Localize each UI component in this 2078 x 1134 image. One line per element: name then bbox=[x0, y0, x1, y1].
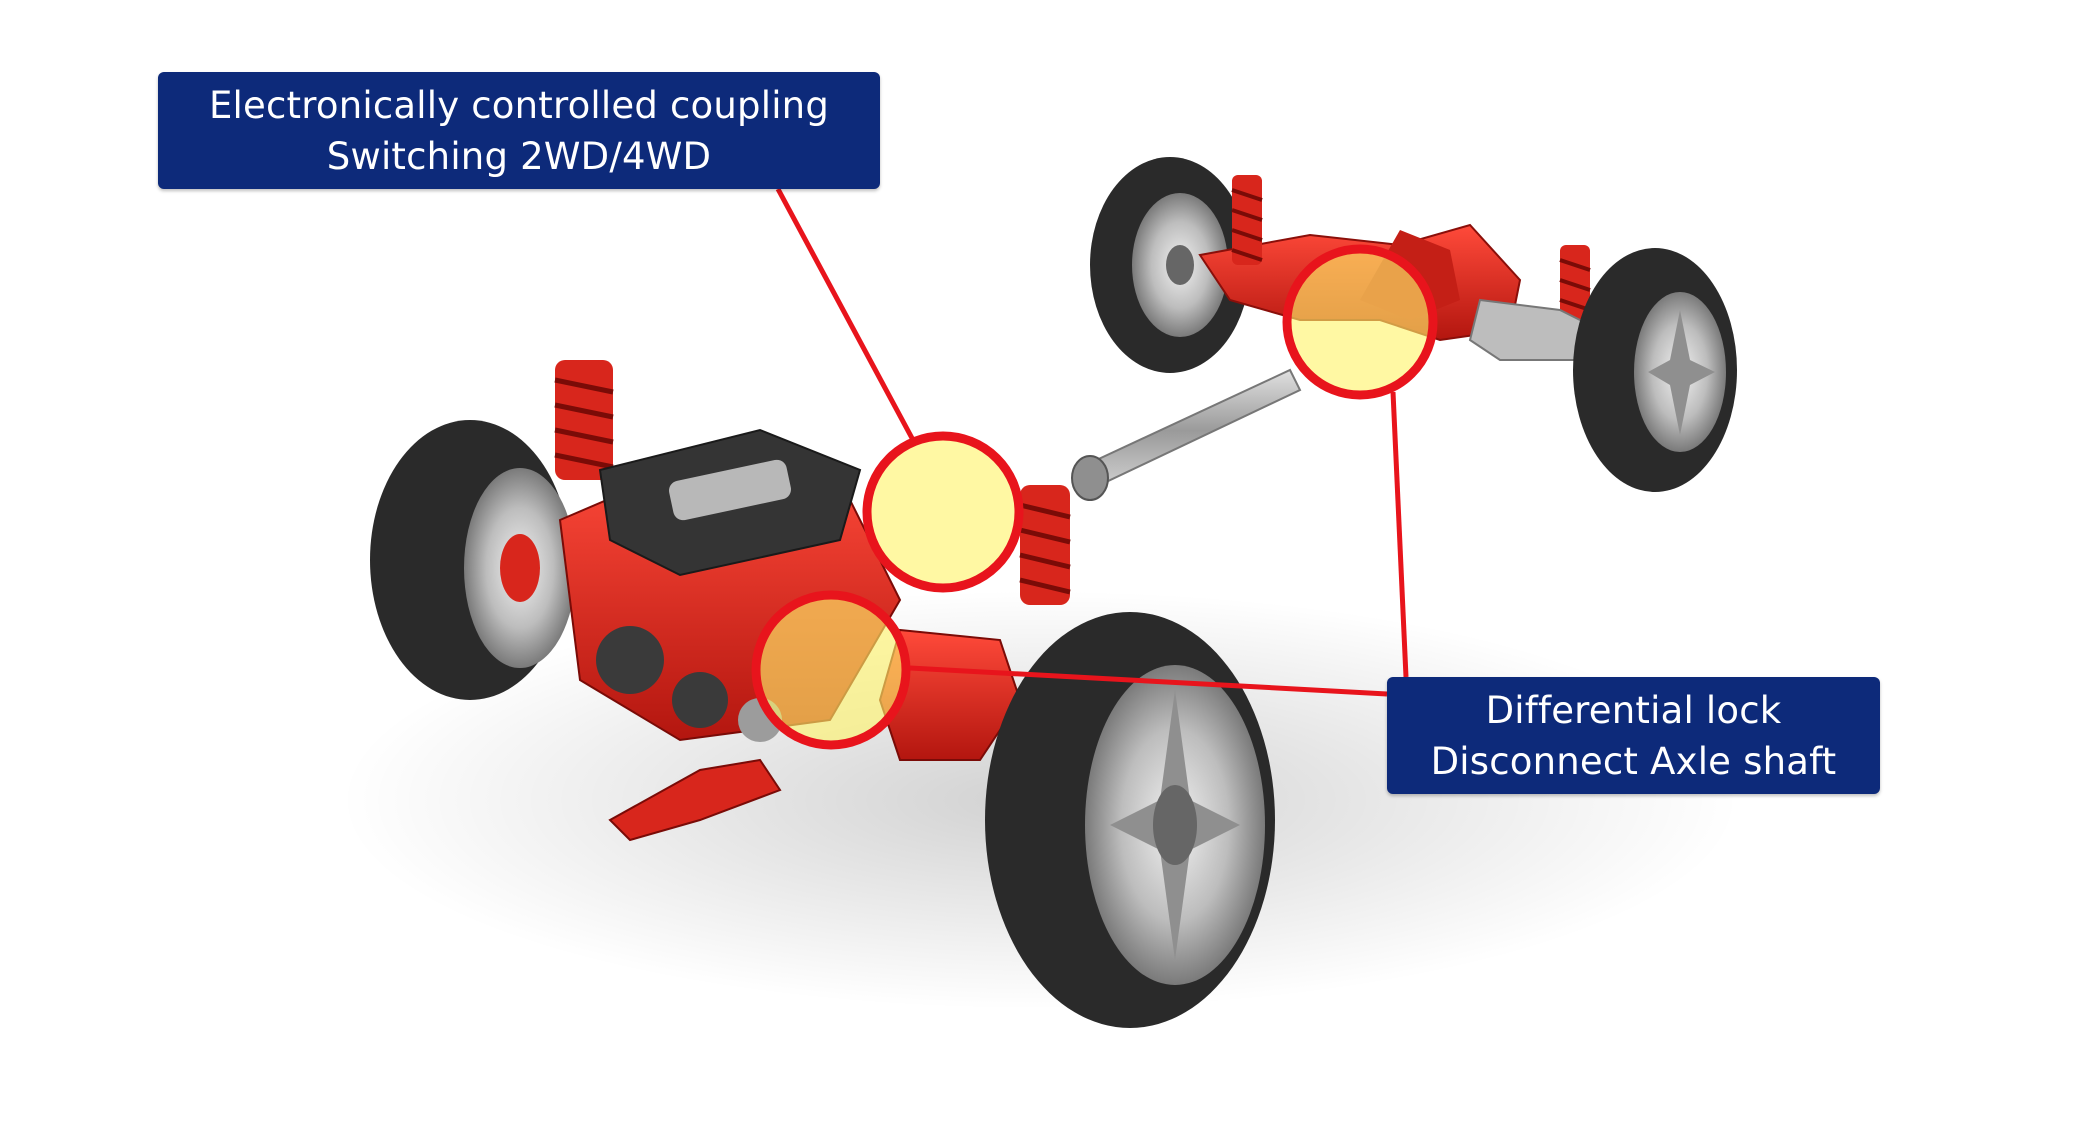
callout-coupling-line1: Electronically controlled coupling bbox=[208, 83, 830, 127]
front-right-wheel-icon bbox=[985, 612, 1275, 1028]
front-left-wheel-icon bbox=[370, 420, 576, 700]
highlight-circles bbox=[751, 244, 1438, 750]
circle-highlight-icon bbox=[1282, 244, 1438, 400]
circle-highlight-icon bbox=[862, 431, 1024, 593]
rear-left-wheel-icon bbox=[1090, 157, 1250, 373]
leader-line-coupling bbox=[775, 187, 916, 442]
callout-coupling-box: Electronically controlled coupling Switc… bbox=[158, 72, 880, 189]
leader-line-front-diff bbox=[909, 665, 1388, 697]
callout-differential-box: Differential lock Disconnect Axle shaft bbox=[1387, 677, 1880, 794]
front-right-spring-icon bbox=[1019, 485, 1071, 605]
rear-right-wheel-icon bbox=[1573, 248, 1737, 492]
leader-line-rear-diff bbox=[1390, 391, 1409, 678]
circle-highlight-icon bbox=[751, 590, 911, 750]
front-axle-assembly bbox=[370, 360, 1275, 1028]
front-left-spring-icon bbox=[554, 360, 614, 480]
drive-shaft bbox=[1071, 368, 1302, 501]
rear-left-spring-icon bbox=[1231, 175, 1263, 265]
leader-lines bbox=[775, 187, 1409, 697]
callout-coupling-line2: Switching 2WD/4WD bbox=[326, 134, 712, 178]
callout-differential-line1: Differential lock bbox=[1485, 688, 1782, 732]
callout-differential-line2: Disconnect Axle shaft bbox=[1430, 739, 1837, 783]
